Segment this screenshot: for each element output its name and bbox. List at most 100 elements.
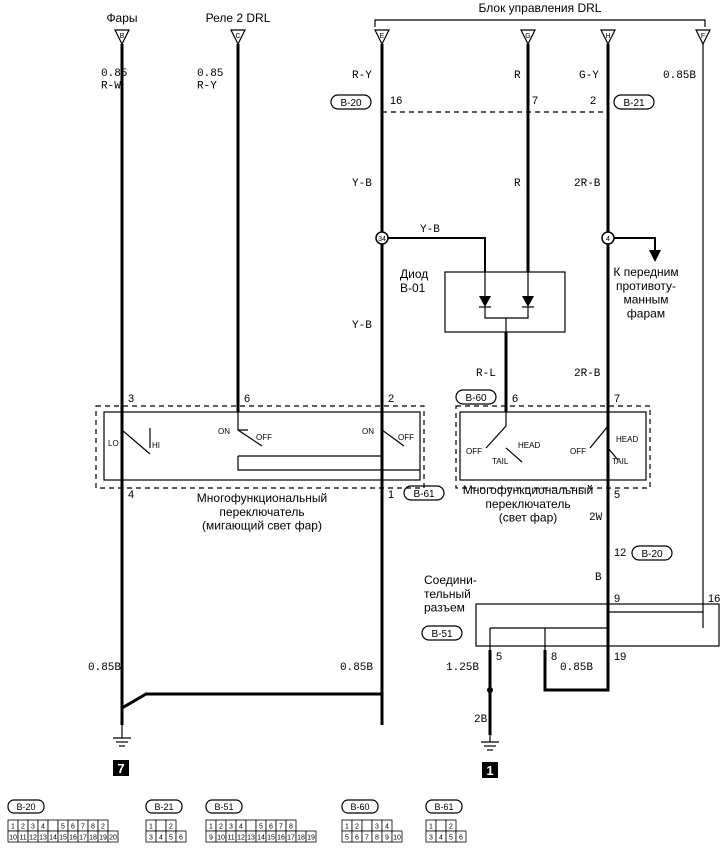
legend-pin: 18 [89, 835, 97, 842]
legend-pin: 17 [287, 835, 295, 842]
legend-pin: 3 [149, 835, 153, 842]
legend-pin: 1 [429, 824, 433, 831]
diode-feed-wire [388, 237, 486, 272]
ground-return-left [120, 692, 384, 725]
legend-pin: 5 [259, 824, 263, 831]
legend-pin: 1 [149, 824, 153, 831]
svg-text:B: B [120, 33, 125, 40]
wire-label-h2: 2R-B [574, 178, 601, 190]
svg-text:1: 1 [486, 763, 493, 778]
wire-label-diode: Y-B [420, 224, 440, 236]
wire-label-085b: 0.85B [560, 662, 593, 674]
legend-pin: 2 [101, 824, 105, 831]
svg-text:B-51: B-51 [431, 629, 453, 640]
svg-text:B-60: B-60 [465, 393, 487, 404]
pin-5b-label: 5 [496, 651, 502, 663]
legend-pin: 12 [237, 835, 245, 842]
svg-text:B-20: B-20 [340, 98, 362, 109]
pin-7b-label: 7 [614, 393, 620, 405]
svg-text:H: H [605, 33, 610, 40]
legend-pin: 1 [11, 824, 15, 831]
relay-label: Реле 2 DRL [206, 11, 271, 25]
control-unit-label: Блок управления DRL [479, 1, 602, 15]
diode-box [444, 271, 566, 333]
legend-pin: 13 [247, 835, 255, 842]
svg-text:HEAD: HEAD [616, 435, 638, 444]
pin-g-terminal: G [520, 29, 536, 46]
legend-pin: 6 [269, 824, 273, 831]
svg-text:OFF: OFF [256, 433, 272, 442]
legend-pin: 4 [239, 824, 243, 831]
connector-tag-b20-lower [631, 545, 673, 561]
connector-tag-b51 [421, 625, 463, 641]
pin-12-label: 12 [614, 547, 626, 559]
wire-label-e: R-Y [352, 70, 372, 82]
pin-b-terminal: B [114, 29, 130, 46]
pin-6-label: 6 [244, 393, 250, 405]
connector-tag-b60 [455, 389, 497, 405]
svg-text:HEAD: HEAD [518, 441, 540, 450]
pin-4-label: 4 [128, 489, 134, 501]
legend-pin: 13 [39, 835, 47, 842]
pin-e-terminal: E [374, 29, 390, 46]
legend-pin: 1 [209, 824, 213, 831]
legend-pin: 17 [79, 835, 87, 842]
pin-2b-label: 2 [388, 393, 394, 405]
joint-loop-wire [543, 646, 610, 692]
legend-tag-label: B-20 [16, 802, 35, 812]
legend-pin: 2 [21, 824, 25, 831]
legend-pin: 15 [267, 835, 275, 842]
svg-text:B-21: B-21 [623, 98, 645, 109]
legend-pin: 2 [355, 824, 359, 831]
legend-pin: 14 [257, 835, 265, 842]
legend-pin: 9 [385, 835, 389, 842]
legend-pin: 14 [49, 835, 57, 842]
headlights-label: Фары [106, 11, 137, 25]
wire-label-e2: Y-B [352, 178, 372, 190]
wire-label-2w: 2W [589, 512, 603, 524]
legend-pin: 16 [69, 835, 77, 842]
wire-label-b: B [595, 572, 602, 584]
legend-pin: 19 [307, 835, 315, 842]
headlight-switch-body [459, 411, 647, 481]
legend-pin: 2 [219, 824, 223, 831]
flash-switch-body [103, 411, 421, 481]
legend-tag-label: B-51 [214, 802, 233, 812]
legend-pin: 8 [91, 824, 95, 831]
svg-text:ON: ON [218, 427, 230, 436]
legend-pin: 3 [375, 824, 379, 831]
legend-pin: 7 [279, 824, 283, 831]
pin-16-label: 16 [390, 95, 402, 107]
pin-5-label: 5 [614, 489, 620, 501]
wire-label-e3: Y-B [352, 320, 372, 332]
wire-label-g2: R [514, 178, 521, 190]
svg-text:B-61: B-61 [413, 489, 435, 500]
connector-tag-b20 [330, 94, 372, 110]
wire-label-f: 0.85B [663, 70, 696, 82]
diode-right-icon [522, 296, 534, 307]
pin-6b-label: 6 [512, 393, 518, 405]
svg-text:34: 34 [378, 236, 386, 243]
legend-pin: 4 [439, 835, 443, 842]
tail-head-contact-2 [589, 412, 619, 461]
legend-pin: 18 [297, 835, 305, 842]
pin-c-terminal: C [230, 29, 246, 46]
legend-pin: 6 [71, 824, 75, 831]
legend-pin: 11 [19, 835, 26, 842]
legend-pin: 4 [159, 835, 163, 842]
fog-arrow-icon [649, 250, 661, 262]
legend-pin: 3 [31, 824, 35, 831]
legend-pin: 4 [385, 824, 389, 831]
svg-text:4: 4 [606, 236, 610, 243]
legend-pin: 6 [179, 835, 183, 842]
pin-h-terminal: H [600, 29, 616, 46]
tail-head-contact-1 [485, 412, 523, 463]
svg-text:ON: ON [362, 427, 374, 436]
legend-pin: 11 [227, 835, 234, 842]
